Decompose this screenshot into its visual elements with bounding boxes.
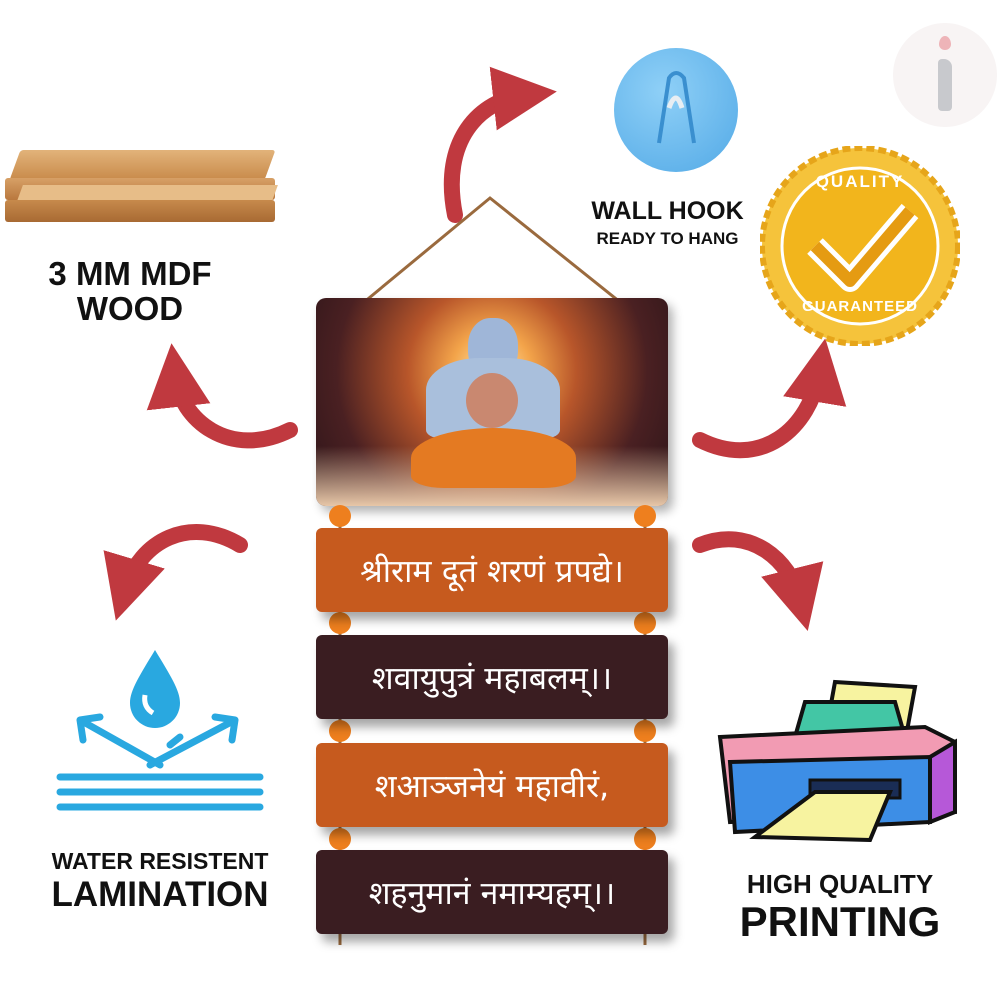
bead xyxy=(634,612,656,634)
quality-badge: QUALITY GUARANTEED xyxy=(759,145,961,347)
bead xyxy=(634,505,656,527)
logo-dot xyxy=(939,36,951,50)
arrow-to-badge xyxy=(692,338,847,459)
arrow-to-printer xyxy=(692,531,824,632)
water-resistant-icon xyxy=(56,650,264,811)
arrow-to-hook xyxy=(443,66,557,223)
wall-hook-icon xyxy=(614,48,738,172)
bead xyxy=(634,828,656,850)
mantra-plate-1: श्रीराम दूतं शरणं प्रपद्ये। xyxy=(316,528,668,612)
mantra-plate-4: शहनुमानं नमाम्यहम्।। xyxy=(316,850,668,934)
badge-bottom-text: GUARANTEED xyxy=(802,298,918,315)
printing-label-line2: PRINTING xyxy=(739,898,941,945)
printing-label-line1: HIGH QUALITY xyxy=(746,869,934,899)
water-label-line1: WATER RESISTENT xyxy=(51,848,269,874)
mdf-wood-icon xyxy=(5,150,280,225)
mantra-plate-3: शआञ्जनेयं महावीरं, xyxy=(316,743,668,827)
bead xyxy=(634,720,656,742)
mantra-plate-2: शवायुपुत्रं महाबलम्।। xyxy=(316,635,668,719)
bead xyxy=(329,505,351,527)
logo-stem xyxy=(938,59,952,111)
bead xyxy=(329,612,351,634)
badge-top-text: QUALITY xyxy=(815,172,905,191)
wood-label-line1: 3 MM MDF xyxy=(48,255,212,292)
water-label-line2: LAMINATION xyxy=(51,875,269,914)
hook-label-line1: WALL HOOK xyxy=(591,197,744,225)
printer-icon xyxy=(717,679,957,842)
arrow-to-wood xyxy=(146,343,298,449)
brand-logo xyxy=(893,23,997,127)
hook-label-line2: READY TO HANG xyxy=(596,229,739,248)
bead xyxy=(329,720,351,742)
bead xyxy=(329,828,351,850)
arrow-to-water xyxy=(103,524,248,621)
wood-label-line2: WOOD xyxy=(76,290,184,327)
deity-image-panel xyxy=(316,298,668,506)
